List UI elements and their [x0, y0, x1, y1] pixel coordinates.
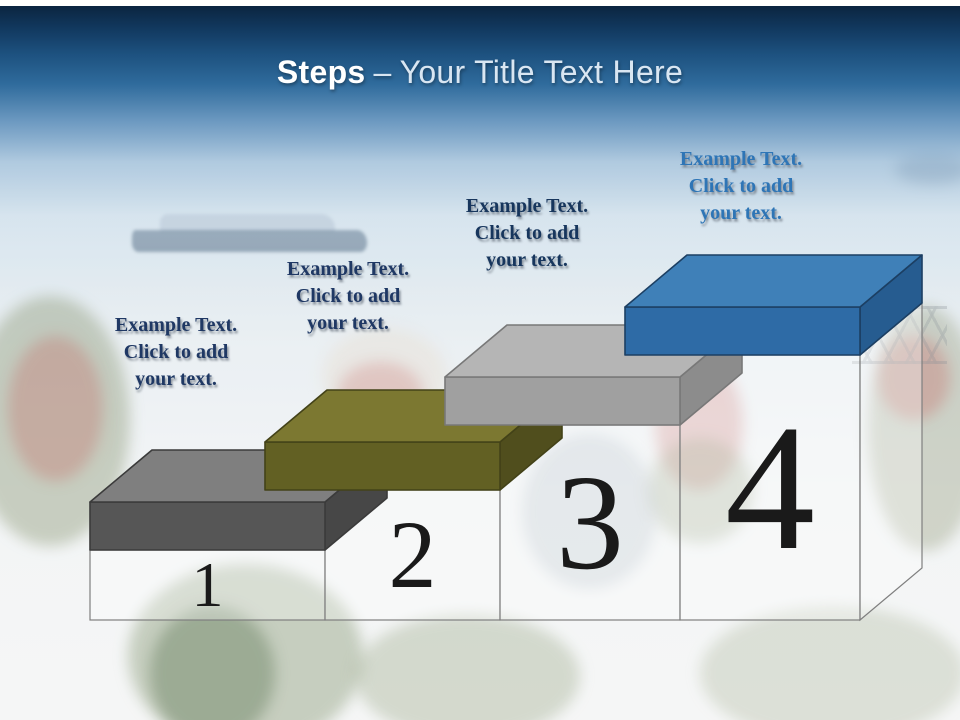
step-3-number: 3 [556, 447, 624, 598]
column-4-side [859, 301, 923, 622]
column-1 [89, 549, 326, 621]
step-4-slab-top [624, 254, 923, 308]
step-1-slab-front [89, 501, 326, 551]
step-3-slab-front [444, 376, 681, 426]
step-4-slab-front [624, 306, 861, 356]
step-2-label: Example Text. Click to add your text. [286, 258, 410, 334]
title-text: Your Title Text Here [399, 54, 684, 90]
step-3-label: Example Text. Click to add your text. [465, 195, 589, 271]
step-1-number: 1 [191, 549, 224, 620]
step-4-number: 4 [725, 387, 815, 587]
step-1-label: Example Text. Click to add your text. [114, 314, 238, 390]
step-4-label: Example Text. Click to add your text. [679, 148, 803, 224]
title-separator: – [373, 54, 392, 90]
step-2-number: 2 [388, 501, 437, 608]
step-2-slab-front [264, 441, 501, 491]
slide-title: Steps–Your Title Text Here [0, 54, 960, 91]
title-emphasis: Steps [276, 54, 366, 90]
